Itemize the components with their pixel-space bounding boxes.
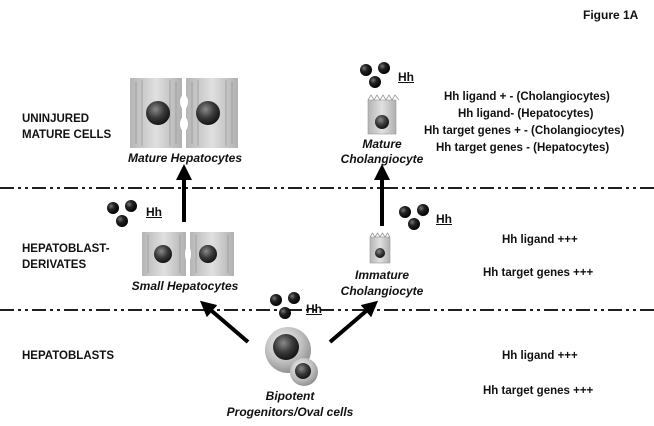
- label-mature-cholangiocyte-line1: Mature: [362, 137, 402, 151]
- hh-label-immature: Hh: [436, 212, 452, 226]
- mature-cholangiocyte-image: [367, 94, 400, 135]
- row-label-derivates-line2: DERIVATES: [22, 259, 87, 271]
- ligand-dots-immature: [399, 204, 429, 230]
- annotation-mature-4: Hh target genes - (Hepatocytes): [436, 142, 610, 154]
- row-label-uninjured-line2: MATURE CELLS: [22, 129, 112, 141]
- label-mature-hepatocytes: Mature Hepatocytes: [127, 151, 243, 165]
- arrow-progenitor-to-small-hep: [199, 300, 250, 344]
- annotation-mature-3: Hh target genes + - (Cholangiocytes): [424, 125, 625, 137]
- label-small-hepatocytes: Small Hepatocytes: [131, 279, 239, 293]
- row-label-derivates-line1: HEPATOBLAST-: [22, 243, 110, 255]
- row-label-hepatoblasts: HEPATOBLASTS: [22, 350, 115, 362]
- row-label-uninjured-line1: UNINJURED: [22, 113, 90, 125]
- figure-label: Figure 1A: [583, 8, 639, 22]
- hh-label-small-hep: Hh: [146, 205, 162, 219]
- ligand-dots-small-hep: [107, 200, 137, 227]
- annotation-mature-2: Hh ligand- (Hepatocytes): [458, 108, 594, 120]
- annotation-hepatoblasts-1: Hh ligand +++: [502, 350, 578, 362]
- label-bipotent-line2: Progenitors/Oval cells: [226, 405, 354, 419]
- immature-cholangiocyte-image: [369, 232, 391, 264]
- annotation-mature-1: Hh ligand + - (Cholangiocytes): [444, 91, 610, 103]
- annotation-hepatoblasts-2: Hh target genes +++: [483, 385, 594, 397]
- label-immature-cholangiocyte-line2: Cholangiocyte: [340, 284, 424, 298]
- hh-label-mature: Hh: [398, 70, 414, 84]
- label-mature-cholangiocyte-line2: Cholangiocyte: [340, 152, 424, 166]
- mature-hepatocytes-image: [130, 78, 238, 148]
- label-immature-cholangiocyte-line1: Immature: [354, 268, 410, 282]
- label-bipotent-line1: Bipotent: [265, 389, 315, 403]
- small-hepatocytes-image: [142, 232, 234, 276]
- bipotent-progenitor-image: [265, 327, 318, 386]
- annotation-derivates-1: Hh ligand +++: [502, 234, 578, 246]
- annotation-derivates-2: Hh target genes +++: [483, 267, 594, 279]
- ligand-dots-progenitor: [270, 292, 300, 319]
- arrow-progenitor-to-immature-chol: [328, 300, 379, 344]
- ligand-dots-mature: [360, 62, 390, 88]
- hh-label-progenitor: Hh: [306, 302, 322, 316]
